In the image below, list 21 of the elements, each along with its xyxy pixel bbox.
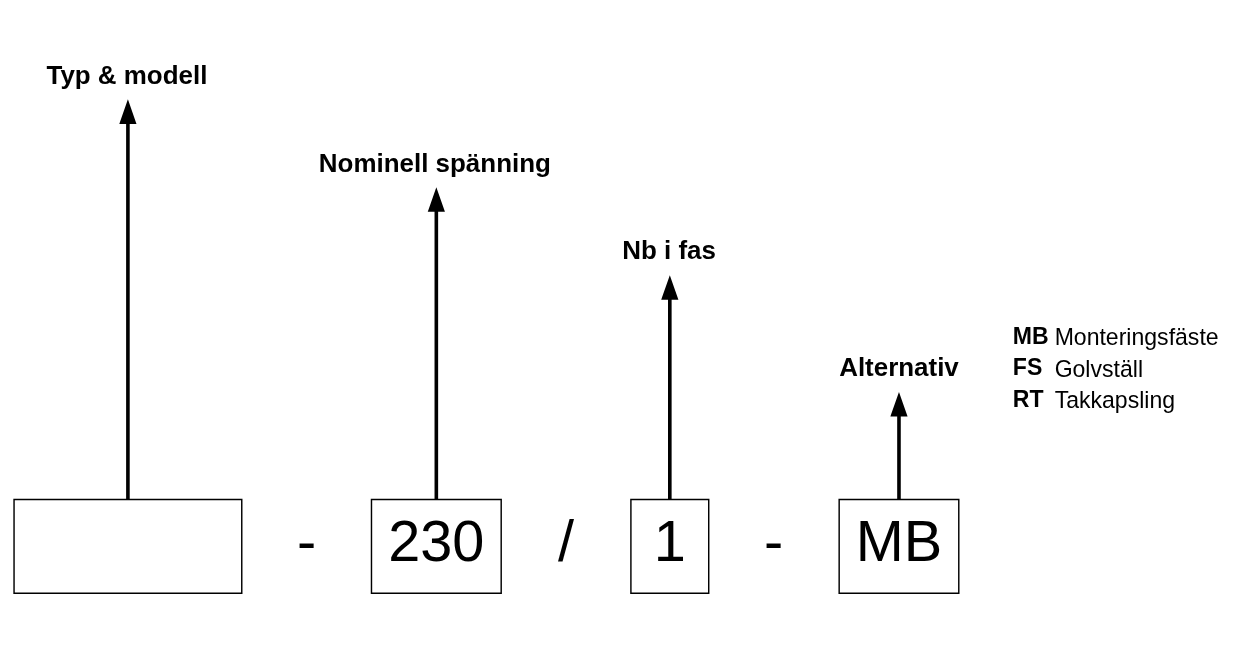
arrow	[890, 391, 908, 500]
node-text: Nominell spänning	[318, 148, 551, 177]
label: Monteringsfäste	[1054, 324, 1219, 351]
node-text: Alternativ	[839, 353, 959, 382]
node-box: MB	[838, 498, 960, 594]
node-box: 230	[370, 498, 502, 594]
label: Golvställ	[1054, 355, 1144, 382]
node-box: 1	[630, 498, 710, 594]
node-box	[13, 498, 243, 594]
label: /	[558, 508, 575, 573]
label: -	[763, 508, 784, 573]
node-text: Nb i fas	[622, 236, 716, 265]
arrow	[427, 187, 445, 500]
node-text: Typ & modell	[46, 60, 208, 89]
label: -	[297, 508, 317, 573]
label: RT	[1012, 386, 1044, 413]
arrow	[661, 275, 679, 500]
label: MB	[1012, 322, 1049, 349]
label: Takkapsling	[1054, 387, 1176, 414]
arrow	[119, 99, 137, 500]
label: FS	[1012, 354, 1043, 381]
